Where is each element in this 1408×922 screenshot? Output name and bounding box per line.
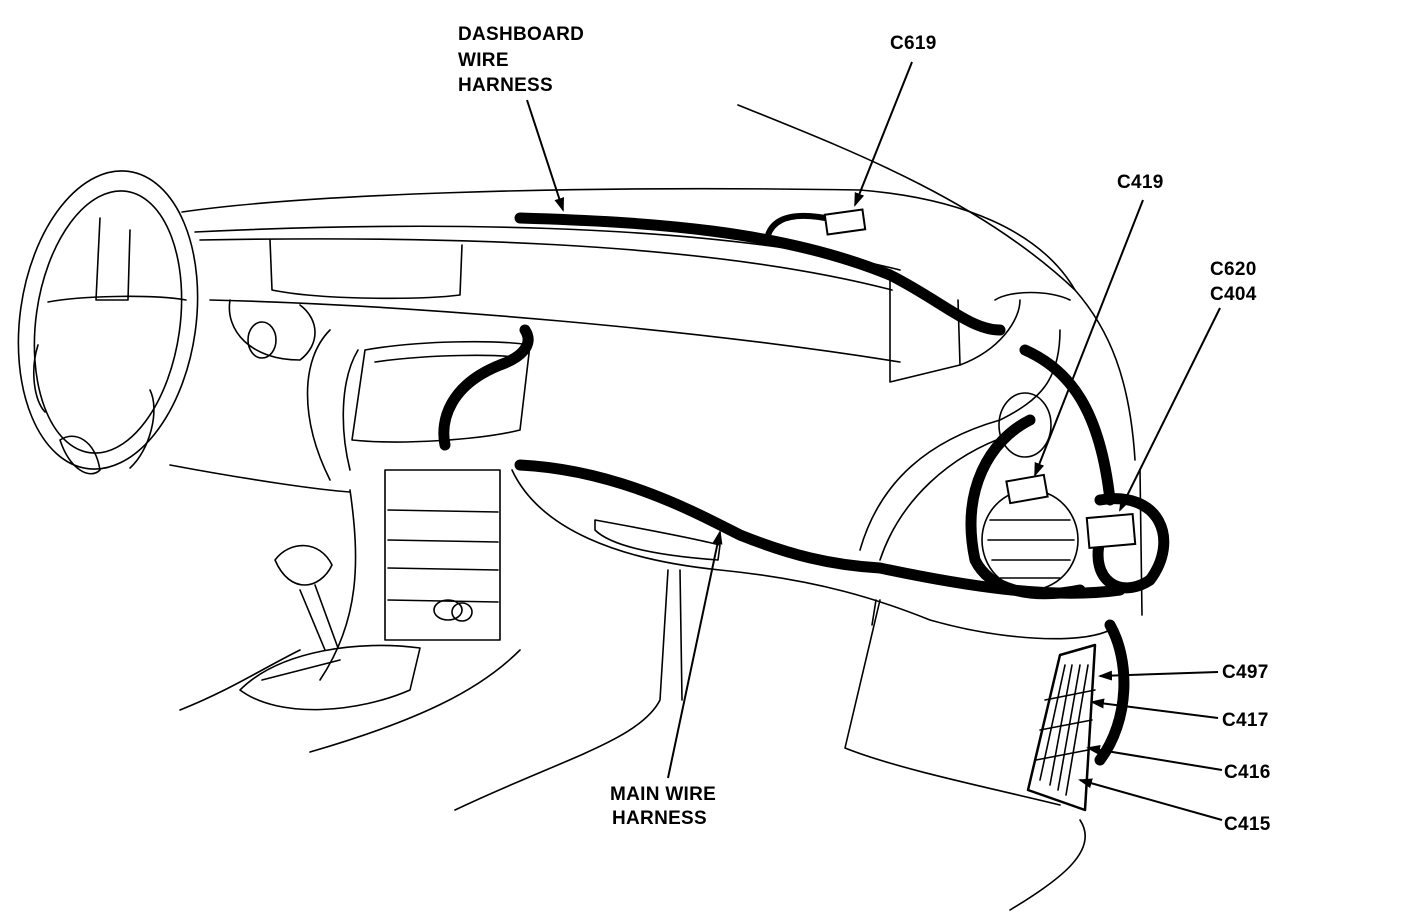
dashboard-harness-label-line2: WIRE — [458, 50, 509, 71]
label-c497: C497 — [1222, 662, 1269, 683]
label-c620: C620 — [1210, 259, 1257, 280]
label-c415: C415 — [1224, 814, 1271, 835]
dashboard-harness-label-line3: HARNESS — [458, 75, 553, 96]
connector-c419 — [1005, 473, 1049, 505]
dashboard-outline — [169, 104, 1136, 493]
label-c417: C417 — [1222, 710, 1269, 731]
leader-lines — [526, 61, 1223, 821]
main-harness-label: MAIN WIRE HARNESS — [610, 784, 716, 829]
center-console — [319, 340, 531, 681]
label-c419: C419 — [1117, 172, 1164, 193]
label-c404: C404 — [1210, 284, 1257, 305]
dashboard-harness-label: DASHBOARD WIRE HARNESS — [458, 24, 584, 96]
main-harness-label-line1: MAIN WIRE — [610, 784, 716, 805]
connector-c619 — [823, 208, 867, 236]
steering-wheel — [17, 170, 199, 475]
dashboard-harness-label-line1: DASHBOARD — [458, 24, 584, 45]
dashboard-wire-harness — [514, 212, 1006, 336]
glovebox-area — [511, 329, 1143, 911]
gear-shifter — [179, 544, 683, 811]
label-c619: C619 — [890, 33, 937, 54]
main-wire-harness — [438, 324, 1170, 766]
fuse-box — [1026, 643, 1097, 812]
label-c416: C416 — [1224, 762, 1271, 783]
main-harness-label-line2: HARNESS — [612, 808, 707, 829]
connector-c620-c404 — [1085, 512, 1137, 550]
